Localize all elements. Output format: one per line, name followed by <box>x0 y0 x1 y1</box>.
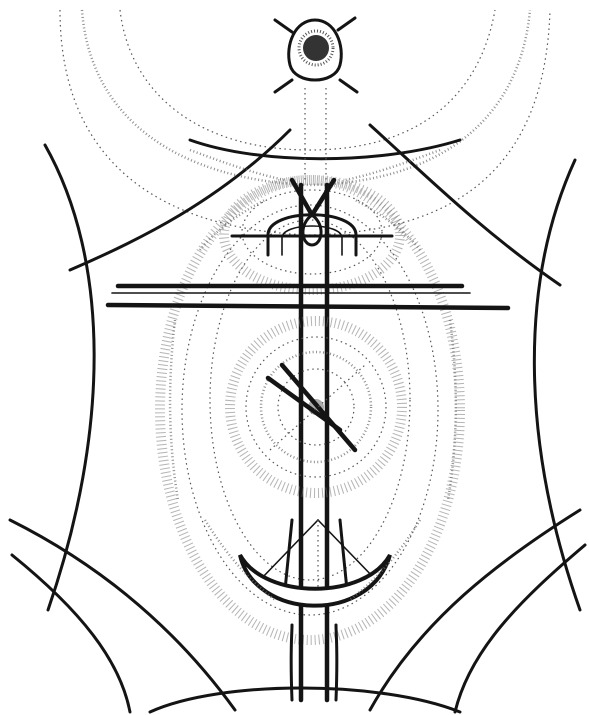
crescent-moon <box>240 555 390 700</box>
vertical-staff <box>301 185 327 700</box>
sun-egg-symbol <box>275 18 357 180</box>
horizontal-bars <box>108 286 508 308</box>
side-curves <box>45 125 580 610</box>
arch-symbol <box>232 180 392 255</box>
center-circle <box>230 321 402 493</box>
